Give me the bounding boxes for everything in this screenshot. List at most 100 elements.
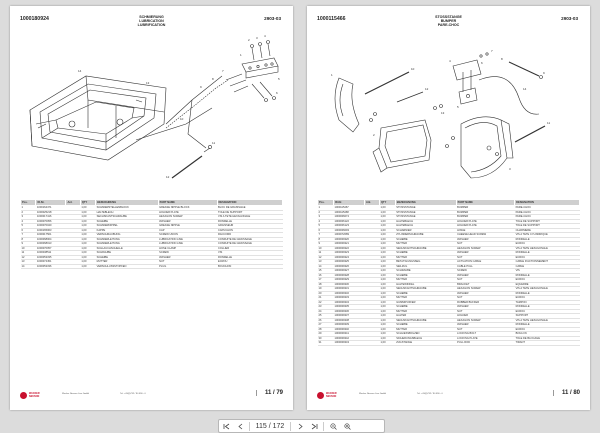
svg-text:3: 3 xyxy=(509,167,511,171)
table-cell: SUPPORT xyxy=(514,313,580,319)
table-cell: BOUCHON xyxy=(217,264,283,269)
table-cell: RONDELLE xyxy=(217,219,283,224)
table-cell: ECROU xyxy=(514,255,580,260)
table-cell: 9 xyxy=(317,241,334,247)
table-cell: SCHMIERNIPPEL xyxy=(95,223,159,229)
table-cell: MUTTER xyxy=(395,277,457,283)
table-cell: SCHEIBE xyxy=(395,291,457,296)
table-cell: VIS xyxy=(514,268,580,274)
table-cell: 22 xyxy=(317,300,334,305)
table-cell: LOCKING PLATE xyxy=(456,336,515,341)
divider xyxy=(290,421,291,431)
company-name-line1: WACKER xyxy=(326,392,337,395)
table-cell: ACTUATION CABLE xyxy=(456,259,515,265)
table-cell: SCHMIERLEITUNG xyxy=(95,241,159,247)
table-cell: VIS A TETE CYLINDRIQUE xyxy=(514,232,580,238)
parts-table: Pos. ID-Nr. Anl. QTY BEZEICHNUNG PART NA… xyxy=(19,199,284,269)
group-code: 2903-03 xyxy=(561,16,578,21)
table-cell: HEXAGON SCREW xyxy=(456,286,515,292)
table-cell: 15 xyxy=(317,268,334,274)
part-id: 1000180924 xyxy=(20,16,49,22)
table-cell: ECROU xyxy=(217,259,283,265)
zoom-in-button[interactable] xyxy=(340,420,354,432)
table-cell xyxy=(364,300,380,305)
table-cell: 1000164471 xyxy=(35,205,66,211)
table-cell: 1,00 xyxy=(379,282,396,287)
table-cell: TOLE DE SUPPORT xyxy=(217,210,283,215)
table-cell: WASHER xyxy=(456,237,515,242)
last-page-button[interactable] xyxy=(307,420,321,432)
table-cell: 23 xyxy=(317,304,334,310)
table-cell xyxy=(364,331,380,337)
table-cell xyxy=(364,246,380,251)
table-cell: 1,00 xyxy=(379,336,396,341)
table-cell: TIRANT xyxy=(514,340,580,346)
footer-phone: Tel. +43(0)732 / 90 590 - 0 xyxy=(120,393,146,395)
company-name-line1: WACKER xyxy=(29,392,40,395)
table-cell: STOSSSTANGE xyxy=(395,210,457,215)
table-cell: 1000006074 xyxy=(333,214,365,220)
table-cell: 1,00 xyxy=(379,327,396,332)
page-indicator[interactable]: 115 / 172 xyxy=(255,422,285,430)
previous-page-button[interactable] xyxy=(233,420,247,432)
table-cell: WASHER xyxy=(456,322,515,328)
table-cell: 1,00 xyxy=(379,228,396,233)
table-cell: 11 xyxy=(20,250,36,256)
table-cell: SCHLAUCHSCHELLE xyxy=(95,246,159,251)
table-cell: 1,00 xyxy=(379,295,396,301)
table-cell: 1000009343 xyxy=(333,340,365,346)
table-cell xyxy=(364,232,380,238)
table-cell: LUBRICATION LINE xyxy=(158,237,218,242)
svg-text:1: 1 xyxy=(240,53,242,57)
table-cell: 1,00 xyxy=(379,210,396,215)
table-cell: 1000115467 xyxy=(333,205,365,211)
company-name: WACKER NEUSON xyxy=(29,392,40,399)
table-cell: NUT xyxy=(158,259,218,265)
table-cell: SCHEIBE xyxy=(395,304,457,310)
col-qty: QTY xyxy=(79,199,97,206)
table-cell: 1000053335 xyxy=(35,255,66,260)
table-cell: PARE-CHOC xyxy=(514,214,580,220)
table-cell: NUT xyxy=(456,277,515,283)
zoom-in-icon xyxy=(343,422,351,430)
table-cell: HINGE xyxy=(456,228,515,233)
table-cell: CAPUCHON xyxy=(217,228,283,233)
table-cell: HOLDER PLATE xyxy=(456,223,515,229)
table-cell: TOLE DE BLOCAGE xyxy=(514,336,580,341)
table-cell: VIS A TETE HEXAGONALE xyxy=(514,318,580,323)
table-cell: 1000009341 xyxy=(333,331,365,337)
page-footer: WACKER NEUSON Wacker Neuson Linz GmbH Te… xyxy=(20,390,283,404)
table-cell: 1,00 xyxy=(379,291,396,296)
first-page-button[interactable] xyxy=(219,420,233,432)
table-cell: 1000070040 xyxy=(35,223,66,229)
table-cell: 1,00 xyxy=(80,237,96,242)
table-cell xyxy=(364,322,380,328)
next-page-button[interactable] xyxy=(293,420,307,432)
table-cell: WASHER xyxy=(456,273,515,278)
table-cell xyxy=(364,282,380,287)
last-page-icon xyxy=(311,423,317,429)
page-number: 11 / 79 xyxy=(255,390,283,396)
table-cell: HEXAGON SCREW xyxy=(158,214,218,220)
table-cell: RACCORD xyxy=(217,232,283,238)
table-cell: WASHER xyxy=(158,219,218,224)
table-cell: 1000009340 xyxy=(333,327,365,332)
table-cell: TOLE DE SUPPORT xyxy=(514,219,580,224)
table-cell: MUTTER xyxy=(95,259,159,265)
table-cell: 1000009325 xyxy=(333,259,365,265)
table-cell: 1000017501 xyxy=(35,232,66,238)
zoom-out-button[interactable] xyxy=(326,420,340,432)
table-cell xyxy=(364,327,380,332)
table-cell: HOLDER PLATE xyxy=(456,219,515,224)
table-cell: 8 xyxy=(317,237,334,242)
svg-text:10: 10 xyxy=(411,67,415,71)
